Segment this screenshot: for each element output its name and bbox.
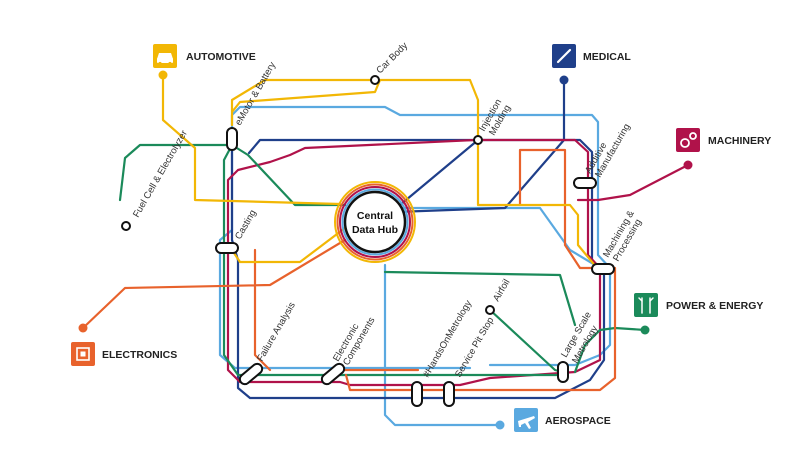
- machinery-terminal[interactable]: [683, 160, 693, 170]
- gears-icon: [680, 132, 697, 148]
- central-data-hub[interactable]: Central Data Hub: [334, 181, 416, 263]
- station-airfoil[interactable]: [485, 305, 495, 315]
- medical-terminal[interactable]: [559, 75, 569, 85]
- station-fuel-cell[interactable]: [121, 221, 131, 231]
- airplane-icon: [518, 416, 535, 429]
- power-energy-badge[interactable]: POWER & ENERGY: [634, 293, 763, 317]
- medical-label: MEDICAL: [583, 51, 631, 63]
- machinery-badge[interactable]: MACHINERY: [676, 128, 771, 152]
- power-energy-line: [118, 143, 647, 377]
- aerospace-label: AEROSPACE: [545, 415, 611, 427]
- label-car-body: Car Body: [374, 40, 410, 76]
- electronics-badge[interactable]: ELECTRONICS: [71, 342, 177, 366]
- hub-label-line1: Central: [357, 210, 393, 222]
- wind-turbine-icon: [638, 297, 654, 314]
- power-energy-label: POWER & ENERGY: [666, 300, 763, 312]
- station-large-scale-metrology[interactable]: [557, 361, 569, 383]
- aerospace-badge[interactable]: AEROSPACE: [514, 408, 611, 432]
- station-casting[interactable]: [215, 242, 239, 254]
- aerospace-line: [218, 105, 612, 427]
- automotive-badge[interactable]: AUTOMOTIVE: [153, 44, 256, 68]
- label-casting: Casting: [233, 208, 259, 241]
- station-machining-processing[interactable]: [591, 263, 615, 275]
- station-injection-molding[interactable]: [473, 135, 483, 145]
- hub-label-line2: Data Hub: [352, 224, 398, 236]
- scalpel-icon: [556, 48, 572, 64]
- medical-badge[interactable]: MEDICAL: [552, 44, 631, 68]
- electronics-terminal[interactable]: [78, 323, 88, 333]
- automotive-label: AUTOMOTIVE: [186, 51, 256, 63]
- station-electronic-components[interactable]: [320, 362, 346, 386]
- station-car-body[interactable]: [370, 75, 380, 85]
- label-emotor-battery: eMotor & Battery: [233, 60, 278, 127]
- electronics-label: ELECTRONICS: [102, 349, 177, 361]
- electronics-line: [81, 148, 617, 392]
- station-hands-on-metrology[interactable]: [411, 381, 423, 407]
- machinery-line: [226, 138, 690, 387]
- automotive-line: [161, 73, 599, 270]
- medical-line: [230, 78, 606, 400]
- automotive-terminal[interactable]: [158, 70, 168, 80]
- power-energy-terminal[interactable]: [640, 325, 650, 335]
- label-fuel-cell: Fuel Cell & Electrolyzer: [131, 128, 190, 219]
- machinery-label: MACHINERY: [708, 135, 771, 147]
- car-icon: [157, 53, 173, 66]
- label-airfoil: Airfoil: [491, 277, 512, 303]
- station-service-pit-stop[interactable]: [443, 381, 455, 407]
- label-failure-analysis: Failure Analysis: [255, 300, 298, 363]
- station-emotor-battery[interactable]: [226, 127, 238, 151]
- aerospace-terminal[interactable]: [495, 420, 505, 430]
- chip-icon: [76, 347, 90, 361]
- station-additive-manufacturing[interactable]: [573, 177, 597, 189]
- station-failure-analysis[interactable]: [238, 362, 264, 386]
